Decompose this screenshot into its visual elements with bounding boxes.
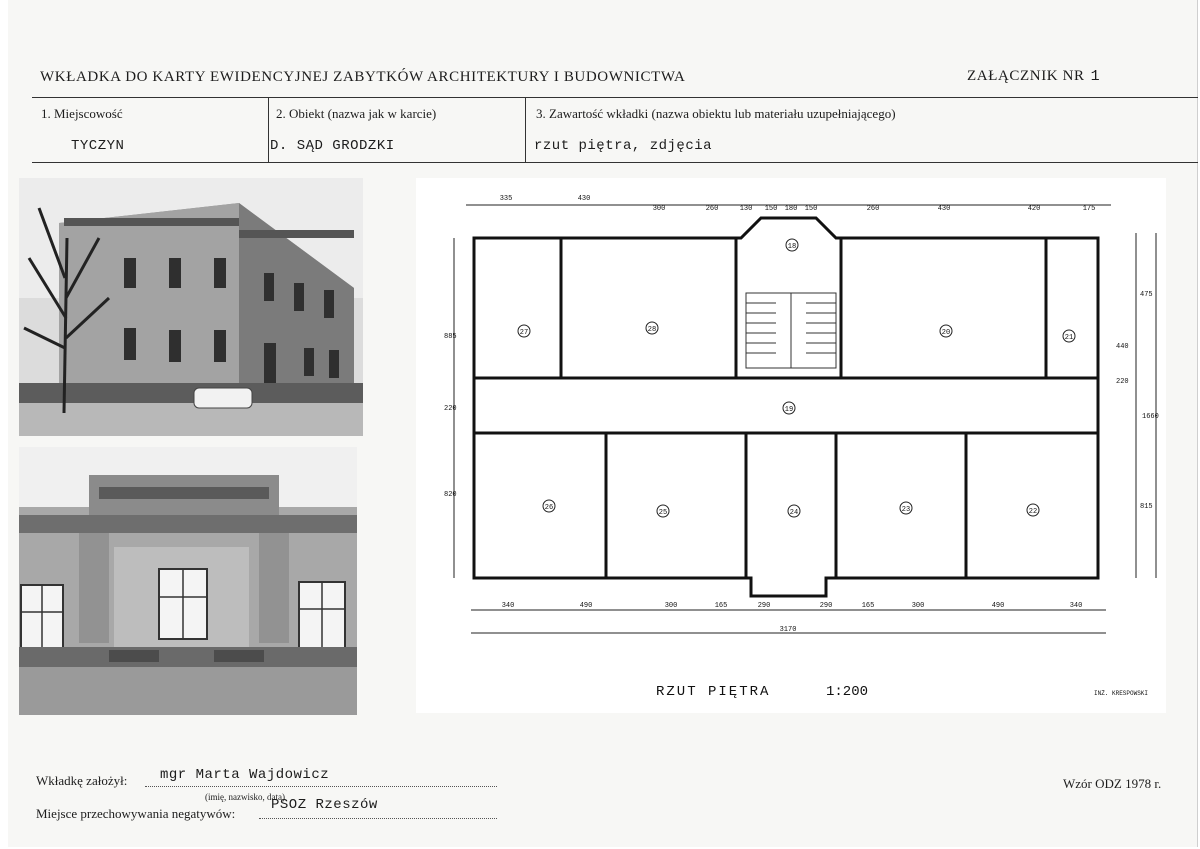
negatives-value: PSOZ Rzeszów xyxy=(271,797,378,813)
dim-bottom: 165 xyxy=(862,602,875,610)
dim-top: 260 xyxy=(867,205,880,213)
author-value: mgr Marta Wajdowicz xyxy=(160,767,330,783)
dim-bottom: 165 xyxy=(715,602,728,610)
dim-top: 300 xyxy=(653,205,666,213)
sheet-title: WKŁADKA DO KARTY EWIDENCYJNEJ ZABYTKÓW A… xyxy=(40,69,686,85)
field-locality-value: TYCZYN xyxy=(71,138,125,154)
dim-right: 1660 xyxy=(1142,413,1159,421)
dim-top: 430 xyxy=(938,205,951,213)
dim-right: 220 xyxy=(1116,378,1129,386)
attachment-label: ZAŁĄCZNIK NR xyxy=(967,68,1085,84)
author-hint: (imię, nazwisko, data) xyxy=(205,792,285,802)
dim-top: 150 xyxy=(805,205,818,213)
room-number: 27 xyxy=(520,329,528,337)
negatives-label: Miejsce przechowywania negatywów: xyxy=(36,806,236,821)
negatives-dotted-line xyxy=(259,818,497,819)
room-number: 21 xyxy=(1065,334,1073,342)
dim-bottom: 300 xyxy=(912,602,925,610)
dim-left: 885 xyxy=(444,333,457,341)
dim-bottom: 300 xyxy=(665,602,678,610)
dim-top: 335 xyxy=(500,195,513,203)
facade-detail-photo xyxy=(19,447,357,715)
room-number: 23 xyxy=(902,506,910,514)
field-object-value: D. SĄD GRODZKI xyxy=(270,138,395,154)
room-number: 20 xyxy=(942,329,950,337)
dim-top: 130 xyxy=(740,205,753,213)
form-divider-1 xyxy=(268,97,269,163)
room-number: 22 xyxy=(1029,508,1037,516)
dim-right: 440 xyxy=(1116,343,1129,351)
dim-bottom: 290 xyxy=(758,602,771,610)
building-photo xyxy=(19,178,363,436)
dim-right: 475 xyxy=(1140,291,1153,299)
dim-right: 815 xyxy=(1140,503,1153,511)
form-divider-2 xyxy=(525,97,526,163)
dim-bottom: 490 xyxy=(580,602,593,610)
record-sheet: WKŁADKA DO KARTY EWIDENCYJNEJ ZABYTKÓW A… xyxy=(8,0,1198,847)
dim-top: 420 xyxy=(1028,205,1041,213)
dim-bottom: 340 xyxy=(1070,602,1083,610)
dim-bottom: 290 xyxy=(820,602,833,610)
form-bottom-rule xyxy=(32,162,1198,163)
architect-signature: INŻ. KRESPOWSKI xyxy=(1094,690,1148,697)
author-label: Wkładkę założył: xyxy=(36,773,128,788)
plan-caption: RZUT PIĘTRA xyxy=(656,684,770,700)
dim-top: 260 xyxy=(706,205,719,213)
plan-scale: 1:200 xyxy=(826,684,868,700)
room-number: 18 xyxy=(788,243,796,251)
room-number: 26 xyxy=(545,504,553,512)
room-number: 28 xyxy=(648,326,656,334)
room-number: 24 xyxy=(790,509,798,517)
room-number: 25 xyxy=(659,509,667,517)
attachment-number: ZAŁĄCZNIK NR 1 xyxy=(967,68,1100,85)
field-object-label: 2. Obiekt (nazwa jak w karcie) xyxy=(276,106,437,121)
dim-bottom: 490 xyxy=(992,602,1005,610)
field-content-label: 3. Zawartość wkładki (nazwa obiektu lub … xyxy=(536,106,896,121)
form-template-id: Wzór ODZ 1978 r. xyxy=(1063,776,1162,791)
author-dotted-line xyxy=(145,786,497,787)
dim-total: 3170 xyxy=(780,626,797,634)
attachment-value: 1 xyxy=(1090,68,1101,85)
dim-bottom: 340 xyxy=(502,602,515,610)
dim-left: 820 xyxy=(444,491,457,499)
field-content-value: rzut piętra, zdjęcia xyxy=(534,138,713,154)
dim-left: 220 xyxy=(444,405,457,413)
dim-top: 430 xyxy=(578,195,591,203)
dim-top: 150 xyxy=(765,205,778,213)
floor-plan: 27 28 18 20 21 19 26 25 24 23 22 335 430… xyxy=(416,178,1166,713)
dim-top: 180 xyxy=(785,205,798,213)
room-number: 19 xyxy=(785,406,793,414)
dim-top: 175 xyxy=(1083,205,1096,213)
form-top-rule xyxy=(32,97,1198,98)
field-locality-label: 1. Miejscowość xyxy=(41,106,123,121)
